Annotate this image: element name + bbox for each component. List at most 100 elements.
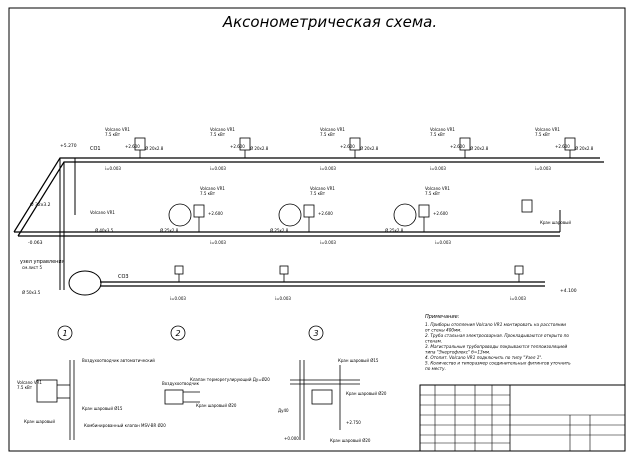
upper-radiator-sub: 7.5 кВт bbox=[320, 132, 336, 137]
upper-level: +2.600 bbox=[555, 144, 570, 149]
d1-radiator: Volcano VR1 bbox=[17, 380, 42, 385]
middle-slope: i=0.003 bbox=[435, 240, 451, 245]
upper-radiator-sub: 7.5 кВт bbox=[430, 132, 446, 137]
upper-slope: i=0.003 bbox=[430, 166, 446, 171]
upper-slope: i=0.003 bbox=[210, 166, 226, 171]
middle-level: +2.600 bbox=[433, 211, 448, 216]
middle-radiator-label: Volcano VR1 bbox=[425, 186, 450, 191]
middle-slope: i=0.003 bbox=[320, 240, 336, 245]
level-top: +5.270 bbox=[60, 143, 77, 149]
detail-number-2: 2 bbox=[175, 329, 180, 338]
upper-radiator-sub: 7.5 кВт bbox=[210, 132, 226, 137]
lower-slope: i=0.003 bbox=[510, 296, 526, 301]
d2-bottom: Кран шаровый Ø20 bbox=[196, 403, 237, 408]
note-line: 3. Магистральные трубопроводы покрываютс… bbox=[425, 344, 568, 349]
upper-pipe-label: Ø 20x2.8 bbox=[470, 146, 489, 151]
detail-number-3: 3 bbox=[313, 329, 318, 338]
upper-radiator-sub: 7.5 кВт bbox=[535, 132, 551, 137]
d1-comb: Комбинированный клапан MSV-BR Ø20 bbox=[84, 423, 166, 428]
upper-level: +2.600 bbox=[450, 144, 465, 149]
d1-valve: Кран шаровый Ø15 bbox=[82, 406, 123, 411]
middle-level: +2.600 bbox=[318, 211, 333, 216]
d2-top: Воздухоотводчик bbox=[162, 381, 200, 386]
drawing-title: Аксонометрическая схема. bbox=[222, 13, 437, 31]
note-line: стенам. bbox=[425, 339, 442, 344]
upper-radiator-label: Volcano VR1 bbox=[320, 127, 345, 132]
middle-level: +2.600 bbox=[208, 211, 223, 216]
notes-list: 1. Приборы отопления Volcano VR1 монтиро… bbox=[425, 322, 571, 371]
lower-main-pipe bbox=[68, 270, 545, 296]
middle-end-valve: Кран шаровый bbox=[540, 220, 571, 225]
note-line: 4. Отопит. Volcano VR1 подключить по тип… bbox=[425, 355, 543, 360]
sheet-frame bbox=[8, 7, 626, 452]
upper-radiator-label: Volcano VR1 bbox=[535, 127, 560, 132]
upper-radiator-label: Volcano VR1 bbox=[210, 127, 235, 132]
lower-valve: i=0.003 bbox=[510, 265, 526, 301]
upper-level: +2.600 bbox=[340, 144, 355, 149]
d3-lvl1: +2.750 bbox=[346, 420, 361, 425]
detail-3 bbox=[290, 360, 360, 440]
upper-slope: i=0.003 bbox=[320, 166, 336, 171]
note-line: 2. Труба стальная электросварная. Прокла… bbox=[425, 333, 569, 338]
d1-radiator-sub: 7.5 кВт bbox=[17, 385, 33, 390]
control-node bbox=[68, 270, 102, 296]
lower-valves: i=0.003 i=0.003 i=0.003 Ø 50x3.5 bbox=[22, 265, 526, 301]
upper-pipe-label: Ø 20x2.8 bbox=[145, 146, 164, 151]
lower-valve: i=0.003 bbox=[170, 265, 186, 301]
middle-pipe-label: Ø 25x2.8 bbox=[385, 228, 404, 233]
level-mid: -0.063 bbox=[28, 240, 43, 246]
note-line: по месту. bbox=[425, 366, 446, 371]
d1-top: Воздухоотводчик автоматический bbox=[82, 358, 155, 363]
middle-main-pipe-label: Ø 40x3.5 bbox=[95, 228, 114, 233]
lower-pipe-label: Ø 50x3.5 bbox=[22, 290, 41, 295]
upper-radiator-sub: 7.5 кВт bbox=[105, 132, 121, 137]
node-sub: см.лист 5 bbox=[22, 265, 42, 270]
lower-main-label: Ø 50x3.5 bbox=[22, 290, 41, 295]
lower-slope: i=0.003 bbox=[275, 296, 291, 301]
middle-pipe-label: Ø 25x2.8 bbox=[270, 228, 289, 233]
note-line: 1. Приборы отопления Volcano VR1 монтиро… bbox=[425, 322, 566, 327]
d3-lvl2: +0.000 bbox=[284, 436, 299, 441]
middle-slope: i=0.003 bbox=[210, 240, 226, 245]
d3-mid: Кран шаровый Ø20 bbox=[346, 391, 387, 396]
d1-bottom: Кран шаровый bbox=[24, 419, 55, 424]
upper-slope: i=0.003 bbox=[535, 166, 551, 171]
detail-markers bbox=[57, 325, 324, 341]
d2-mid: Клапан терморегулирующий Ду=Ø20 bbox=[190, 377, 270, 382]
title-block bbox=[419, 384, 626, 452]
upper-main-pipe bbox=[13, 157, 604, 290]
node-label: узел управления bbox=[20, 259, 65, 265]
middle-radiator-label: Volcano VR1 bbox=[200, 186, 225, 191]
middle-radiator-label: Volcano VR1 bbox=[310, 186, 335, 191]
d3-bottom: Кран шаровый Ø20 bbox=[330, 438, 371, 443]
upper-radiator-label: Volcano VR1 bbox=[430, 127, 455, 132]
note-line: 5. Количество и типоразмер соединительны… bbox=[425, 361, 571, 366]
note-line: типа "Энергофлекс" б=13мм. bbox=[425, 350, 490, 355]
detail-2 bbox=[164, 389, 200, 405]
d3-top: Кран шаровый Ø15 bbox=[338, 358, 379, 363]
middle-end-radiator: Кран шаровый Ø 40x3.5 Volcano VR1 bbox=[90, 199, 571, 233]
notes-header: Примечание: bbox=[425, 314, 460, 320]
middle-pipe-label: Ø 25x2.8 bbox=[160, 228, 179, 233]
middle-first-radiator-label: Volcano VR1 bbox=[90, 210, 115, 215]
middle-radiator-sub: 7.5 кВт bbox=[310, 191, 326, 196]
note-line: от стены 400мм. bbox=[425, 328, 462, 333]
level-bottom: +4.100 bbox=[560, 288, 577, 294]
upper-slope: i=0.003 bbox=[105, 166, 121, 171]
d3-left: Ду40 bbox=[278, 408, 289, 413]
riser-label-2: СО3 bbox=[118, 274, 129, 280]
upper-level: +2.600 bbox=[125, 144, 140, 149]
upper-pipe-label: Ø 20x2.8 bbox=[360, 146, 379, 151]
upper-pipe-label: Ø 20x2.8 bbox=[575, 146, 594, 151]
upper-level: +2.600 bbox=[230, 144, 245, 149]
pipe-label-top: Ø 32x3.2 bbox=[30, 201, 51, 208]
